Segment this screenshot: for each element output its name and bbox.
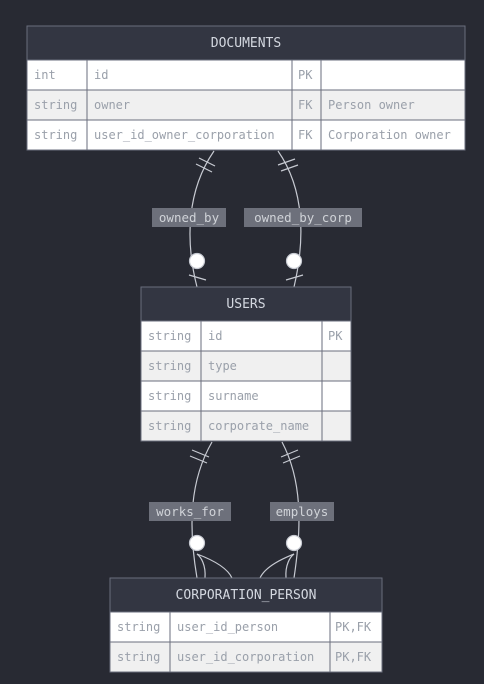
entity-corporation-person-title: CORPORATION_PERSON — [176, 588, 317, 603]
svg-text:owned_by_corp: owned_by_corp — [254, 210, 352, 225]
svg-text:FK: FK — [298, 98, 313, 112]
rel-label-owned-by: owned_by — [152, 208, 226, 227]
svg-text:PK: PK — [298, 68, 313, 82]
rel-label-employs: employs — [270, 502, 334, 521]
svg-text:FK: FK — [298, 128, 313, 142]
entity-users: USERS string id PK string type string su… — [140, 286, 352, 442]
svg-text:string: string — [148, 329, 191, 343]
rel-label-owned-by-corp: owned_by_corp — [244, 208, 362, 227]
svg-text:type: type — [208, 359, 237, 373]
rel-label-works-for: works_for — [149, 502, 231, 521]
entity-documents-row: string user_id_owner_corporation FK Corp… — [34, 128, 451, 142]
svg-text:works_for: works_for — [156, 504, 224, 519]
svg-text:PK,FK: PK,FK — [335, 650, 372, 664]
svg-text:PK,FK: PK,FK — [335, 620, 372, 634]
svg-text:string: string — [117, 650, 160, 664]
entity-documents-row: int id PK — [34, 68, 313, 82]
svg-text:string: string — [34, 98, 77, 112]
entity-corporation-person-row: string user_id_corporation PK,FK — [117, 650, 372, 664]
entity-corporation-person-row: string user_id_person PK,FK — [117, 620, 372, 634]
svg-text:string: string — [117, 620, 160, 634]
svg-text:PK: PK — [328, 329, 343, 343]
svg-text:Person owner: Person owner — [328, 98, 415, 112]
entity-users-row: string id PK — [148, 329, 343, 343]
entity-documents: DOCUMENTS int id PK string owner FK Pers… — [26, 25, 466, 151]
svg-text:corporate_name: corporate_name — [208, 419, 309, 433]
entity-documents-row: string owner FK Person owner — [34, 98, 415, 112]
entity-documents-title: DOCUMENTS — [211, 36, 281, 51]
svg-text:string: string — [148, 359, 191, 373]
entity-users-row: string surname — [148, 389, 259, 403]
svg-text:string: string — [34, 128, 77, 142]
svg-text:employs: employs — [276, 504, 329, 519]
edge-owned-by-corp — [277, 150, 304, 288]
svg-text:string: string — [148, 419, 191, 433]
entity-users-row: string type — [148, 359, 237, 373]
svg-text:id: id — [208, 329, 222, 343]
svg-text:id: id — [94, 68, 108, 82]
svg-text:user_id_owner_corporation: user_id_owner_corporation — [94, 128, 275, 142]
entity-users-title: USERS — [226, 297, 265, 312]
svg-text:surname: surname — [208, 389, 259, 403]
entity-users-row: string corporate_name — [148, 419, 309, 433]
svg-text:Corporation owner: Corporation owner — [328, 128, 451, 142]
svg-text:user_id_person: user_id_person — [177, 620, 278, 634]
svg-text:int: int — [34, 68, 56, 82]
entity-corporation-person: CORPORATION_PERSON string user_id_person… — [109, 577, 383, 673]
edge-employs — [259, 441, 303, 579]
svg-text:user_id_corporation: user_id_corporation — [177, 650, 314, 664]
svg-text:string: string — [148, 389, 191, 403]
svg-text:owned_by: owned_by — [159, 210, 220, 225]
svg-text:owner: owner — [94, 98, 130, 112]
